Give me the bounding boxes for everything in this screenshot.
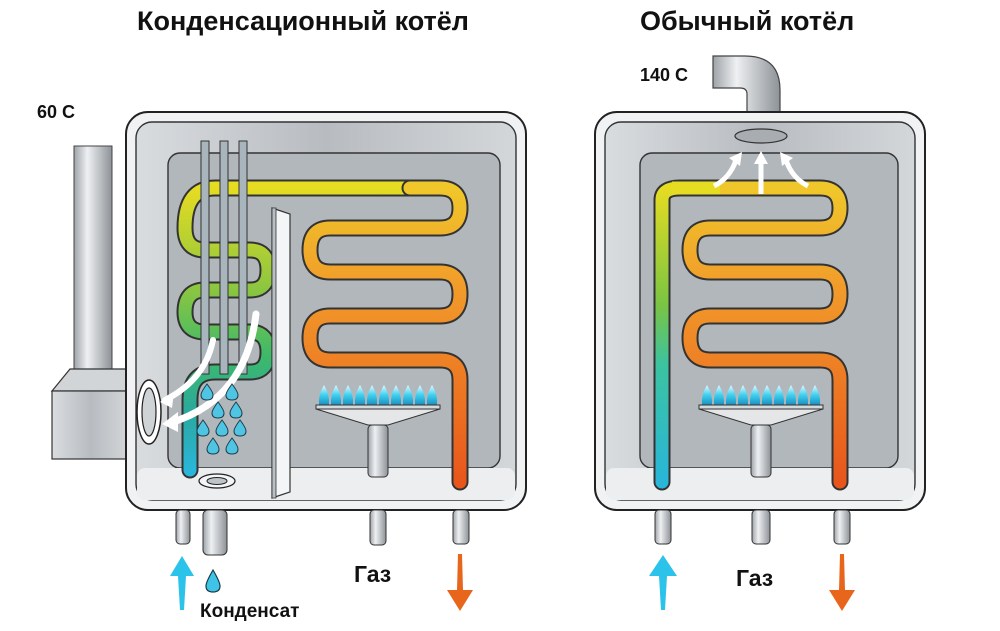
water-drop [211,401,225,419]
water-drop [215,419,229,437]
flue-pipe-left [73,145,113,387]
flame [402,385,414,405]
cold-water-in-arrow-right [649,555,677,610]
casing-bottom-shelf [137,468,515,500]
hot-outlet-pipe-left [452,509,470,545]
burner-stem [750,424,772,478]
flame [761,385,773,405]
flame [354,385,366,405]
conventional-boiler-title: Обычный котёл [640,6,855,36]
flame [785,385,797,405]
flame [737,385,749,405]
flame [342,385,354,405]
flame [390,385,402,405]
water-drop [196,419,210,437]
flue-box-front [51,390,131,460]
flame [701,385,713,405]
gas-burner-left [315,385,441,478]
heat-exchanger-coil-fill [303,181,467,489]
hot-water-out-arrow-left [447,554,473,611]
flame [725,385,737,405]
flame [366,385,378,405]
flue-gas-arrow-2 [166,310,260,427]
condensate-pipe [202,509,228,556]
water-drop [200,383,214,401]
burner-stem [367,424,389,478]
flame [749,385,761,405]
conventional-flue-temperature: 140 C [640,65,689,85]
water-drop [233,419,247,437]
condensing-flue-temperature: 60 C [37,102,76,122]
condensate-label: Конденсат [200,601,300,622]
flame [426,385,438,405]
flame [414,385,426,405]
gas-pipe-left [369,509,387,546]
condensate-drops [196,383,247,455]
flame [809,385,821,405]
cold-water-in-arrow-left [170,556,194,610]
flame [713,385,725,405]
water-drop [225,383,239,401]
flue-opening [734,128,788,144]
flue-tubes [200,140,248,375]
flame [330,385,342,405]
hot-outlet-pipe-right [833,509,851,545]
water-drop [229,401,243,419]
flame [378,385,390,405]
gas-label-right: Газ [736,565,774,591]
condensate-drop-icon [205,568,221,593]
cold-inlet-pipe-right [654,509,672,545]
water-drop [225,437,239,455]
burner-manifold [315,408,441,426]
flue-box [50,368,131,392]
gas-burner-right [698,385,824,478]
gas-pipe-right [751,509,771,545]
flame [318,385,330,405]
flue-elbow-right [712,55,781,113]
economizer-coil-fill [178,181,427,477]
burner-bar [315,404,441,410]
condensing-boiler-title: Конденсационный котёл [137,6,469,36]
flame [773,385,785,405]
gas-label-left: Газ [354,561,392,587]
burner-manifold [698,408,824,426]
flame [797,385,809,405]
water-drop [206,437,220,455]
hot-water-out-arrow-right [829,554,855,611]
cold-inlet-pipe-left [175,509,191,545]
condensing-boiler [50,111,527,611]
hot-flue-gas-arrows [712,151,810,194]
conventional-boiler [594,55,926,611]
heat-exchanger-coil-fill [683,181,847,489]
burner-bar [698,404,824,410]
